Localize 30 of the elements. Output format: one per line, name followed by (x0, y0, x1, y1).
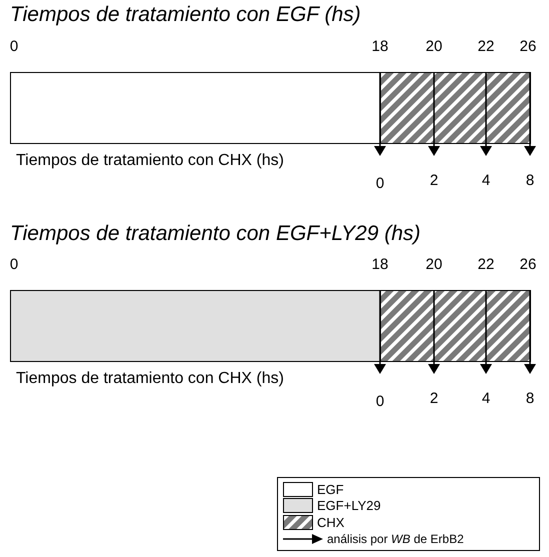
legend-label: análisis por WB de ErbB2 (327, 532, 464, 546)
chart-title: Tiempos de tratamiento con EGF+LY29 (hs) (10, 222, 420, 246)
tick-label: 22 (478, 38, 494, 55)
tick-label: 18 (372, 38, 388, 55)
tick-label: 26 (520, 38, 536, 55)
axis-label: Tiempos de tratamiento con CHX (hs) (16, 152, 284, 170)
tick-label: 2 (430, 390, 438, 407)
chart-title: Tiempos de tratamiento con EGF (hs) (10, 3, 361, 27)
tick-label: 20 (426, 256, 442, 273)
tick-label: 0 (10, 38, 18, 55)
tick-label: 22 (478, 256, 494, 273)
legend-label: EGF (317, 482, 344, 497)
tick-label: 4 (482, 172, 490, 189)
tick-label: 20 (426, 38, 442, 55)
hatched-bar (380, 72, 531, 144)
tick-label: 8 (526, 390, 534, 407)
legend-label: CHX (317, 514, 344, 530)
hatched-bar (380, 290, 531, 362)
bar (10, 72, 381, 144)
tick-label: 18 (372, 256, 388, 273)
axis-label: Tiempos de tratamiento con CHX (hs) (16, 370, 284, 388)
tick-label: 8 (526, 172, 534, 189)
tick-label: 0 (376, 175, 384, 192)
legend-label: EGF+LY29 (317, 498, 381, 514)
tick-label: 2 (430, 172, 438, 189)
bar (10, 290, 381, 362)
tick-label: 0 (376, 393, 384, 410)
tick-label: 0 (10, 256, 18, 273)
tick-label: 4 (482, 390, 490, 407)
tick-label: 26 (520, 256, 536, 273)
